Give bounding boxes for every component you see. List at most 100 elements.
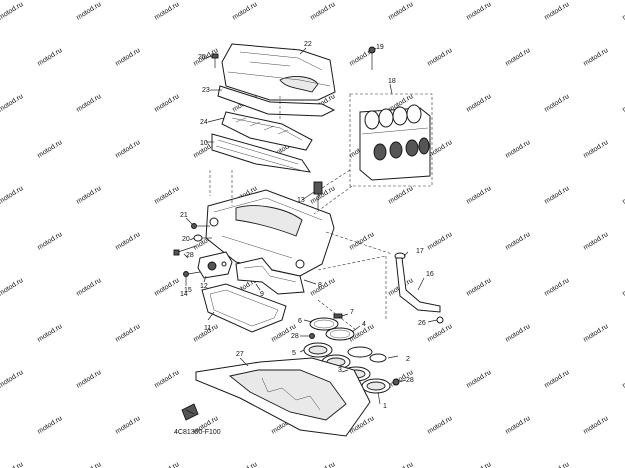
watermark-text: motod.ru bbox=[0, 185, 25, 206]
watermark-text: motod.ru bbox=[36, 415, 63, 436]
watermark-text: motod.ru bbox=[114, 47, 141, 68]
watermark-text: motod.ru bbox=[75, 369, 102, 390]
watermark-text: motod.ru bbox=[582, 323, 609, 344]
bolt-28-left-part bbox=[309, 333, 315, 339]
filter-frame-part bbox=[221, 111, 313, 151]
callout-label: 10 bbox=[200, 140, 208, 147]
watermark-text: motod.ru bbox=[465, 185, 492, 206]
watermark-text: motod.ru bbox=[621, 185, 625, 206]
callout-label: 25 bbox=[198, 54, 206, 61]
watermark-text: motod.ru bbox=[504, 47, 531, 68]
watermark-text: motod.ru bbox=[387, 461, 414, 468]
watermark-text: motod.ru bbox=[543, 369, 570, 390]
watermark-text: motod.ru bbox=[387, 185, 414, 206]
watermark-text: motod.ru bbox=[465, 1, 492, 22]
airbox-cover-part bbox=[221, 43, 336, 101]
watermark-text: motod.ru bbox=[231, 461, 258, 468]
watermark-text: motod.ru bbox=[621, 93, 625, 114]
watermark-text: motod.ru bbox=[465, 277, 492, 298]
clamp-6-part bbox=[309, 317, 339, 331]
watermark-text: motod.ru bbox=[0, 1, 25, 22]
watermark-text: motod.ru bbox=[543, 277, 570, 298]
watermark-text: motod.ru bbox=[114, 323, 141, 344]
airbox-case-part bbox=[205, 189, 335, 277]
watermark-text: motod.ru bbox=[75, 93, 102, 114]
watermark-text: motod.ru bbox=[114, 231, 141, 252]
callout-label: 2 bbox=[406, 356, 410, 363]
cover-seal-part bbox=[217, 85, 336, 117]
watermark-text: motod.ru bbox=[543, 93, 570, 114]
watermark-text: motod.ru bbox=[153, 185, 180, 206]
callout-label: 7 bbox=[350, 309, 354, 316]
watermark-text: motod.ru bbox=[426, 231, 453, 252]
watermark-text: motod.ru bbox=[426, 47, 453, 68]
watermark-text: motod.ru bbox=[75, 1, 102, 22]
watermark-text: motod.ru bbox=[543, 1, 570, 22]
watermark-text: motod.ru bbox=[465, 369, 492, 390]
callout-label: 24 bbox=[200, 119, 208, 126]
watermark-text: motod.ru bbox=[114, 139, 141, 160]
watermark-text: motod.ru bbox=[504, 231, 531, 252]
watermark-text: motod.ru bbox=[75, 461, 102, 468]
watermark-text: motod.ru bbox=[114, 415, 141, 436]
watermark-text: motod.ru bbox=[582, 231, 609, 252]
callout-label: 18 bbox=[388, 78, 396, 85]
watermark-text: motod.ru bbox=[504, 139, 531, 160]
watermark-text: motod.ru bbox=[36, 139, 63, 160]
callout-label: 17 bbox=[416, 248, 424, 255]
watermark-text: motod.ru bbox=[153, 1, 180, 22]
breather-hose-16-part bbox=[395, 257, 441, 313]
bolt-14-part bbox=[183, 271, 201, 277]
bolt-28-right-part bbox=[392, 378, 400, 386]
clip-21-part bbox=[191, 223, 210, 229]
callout-label: 28 bbox=[186, 252, 194, 259]
callout-label: 4 bbox=[362, 321, 366, 328]
watermark-text: motod.ru bbox=[465, 93, 492, 114]
callout-label: 21 bbox=[180, 212, 188, 219]
watermark-text: motod.ru bbox=[309, 1, 336, 22]
watermark-text: motod.ru bbox=[231, 1, 258, 22]
watermark-text: motod.ru bbox=[621, 369, 625, 390]
watermark-text: motod.ru bbox=[0, 93, 25, 114]
callout-label: 8 bbox=[318, 282, 322, 289]
duct-seal-11-part bbox=[201, 283, 287, 333]
watermark-text: motod.ru bbox=[621, 1, 625, 22]
plate-27-part bbox=[195, 357, 371, 437]
watermark-text: motod.ru bbox=[543, 185, 570, 206]
watermark-text: motod.ru bbox=[465, 461, 492, 468]
callout-label: 16 bbox=[426, 271, 434, 278]
clip-26-part bbox=[436, 316, 444, 324]
callout-label: 15 bbox=[184, 287, 192, 294]
watermark-text: motod.ru bbox=[582, 415, 609, 436]
air-filter-element-part bbox=[211, 133, 312, 173]
callout-label: 27 bbox=[236, 351, 244, 358]
watermark-text: motod.ru bbox=[543, 461, 570, 468]
callout-label: 3 bbox=[338, 367, 342, 374]
screw-25-part bbox=[211, 53, 219, 68]
callout-label: 23 bbox=[202, 87, 210, 94]
callout-label: 12 bbox=[200, 283, 208, 290]
callout-label: 11 bbox=[204, 325, 211, 332]
watermark-text: motod.ru bbox=[0, 461, 25, 468]
callout-label: 20 bbox=[182, 236, 190, 243]
watermark-text: motod.ru bbox=[0, 277, 25, 298]
watermark-text: motod.ru bbox=[621, 461, 625, 468]
watermark-text: motod.ru bbox=[348, 231, 375, 252]
watermark-text: motod.ru bbox=[582, 139, 609, 160]
callout-label: 28 bbox=[291, 333, 299, 340]
corner-marker-icon bbox=[181, 403, 199, 421]
throttle-body-part bbox=[349, 93, 433, 187]
callout-label: 13 bbox=[297, 197, 305, 204]
watermark-text: motod.ru bbox=[387, 1, 414, 22]
watermark-text: motod.ru bbox=[36, 47, 63, 68]
watermark-text: motod.ru bbox=[153, 277, 180, 298]
watermark-text: motod.ru bbox=[36, 323, 63, 344]
watermark-text: motod.ru bbox=[153, 461, 180, 468]
callout-label: 1 bbox=[383, 403, 387, 410]
callout-label: 6 bbox=[298, 318, 302, 325]
callout-label: 28 bbox=[406, 377, 414, 384]
watermark-text: motod.ru bbox=[0, 369, 25, 390]
watermark-text: motod.ru bbox=[426, 415, 453, 436]
watermark-text: motod.ru bbox=[309, 185, 336, 206]
